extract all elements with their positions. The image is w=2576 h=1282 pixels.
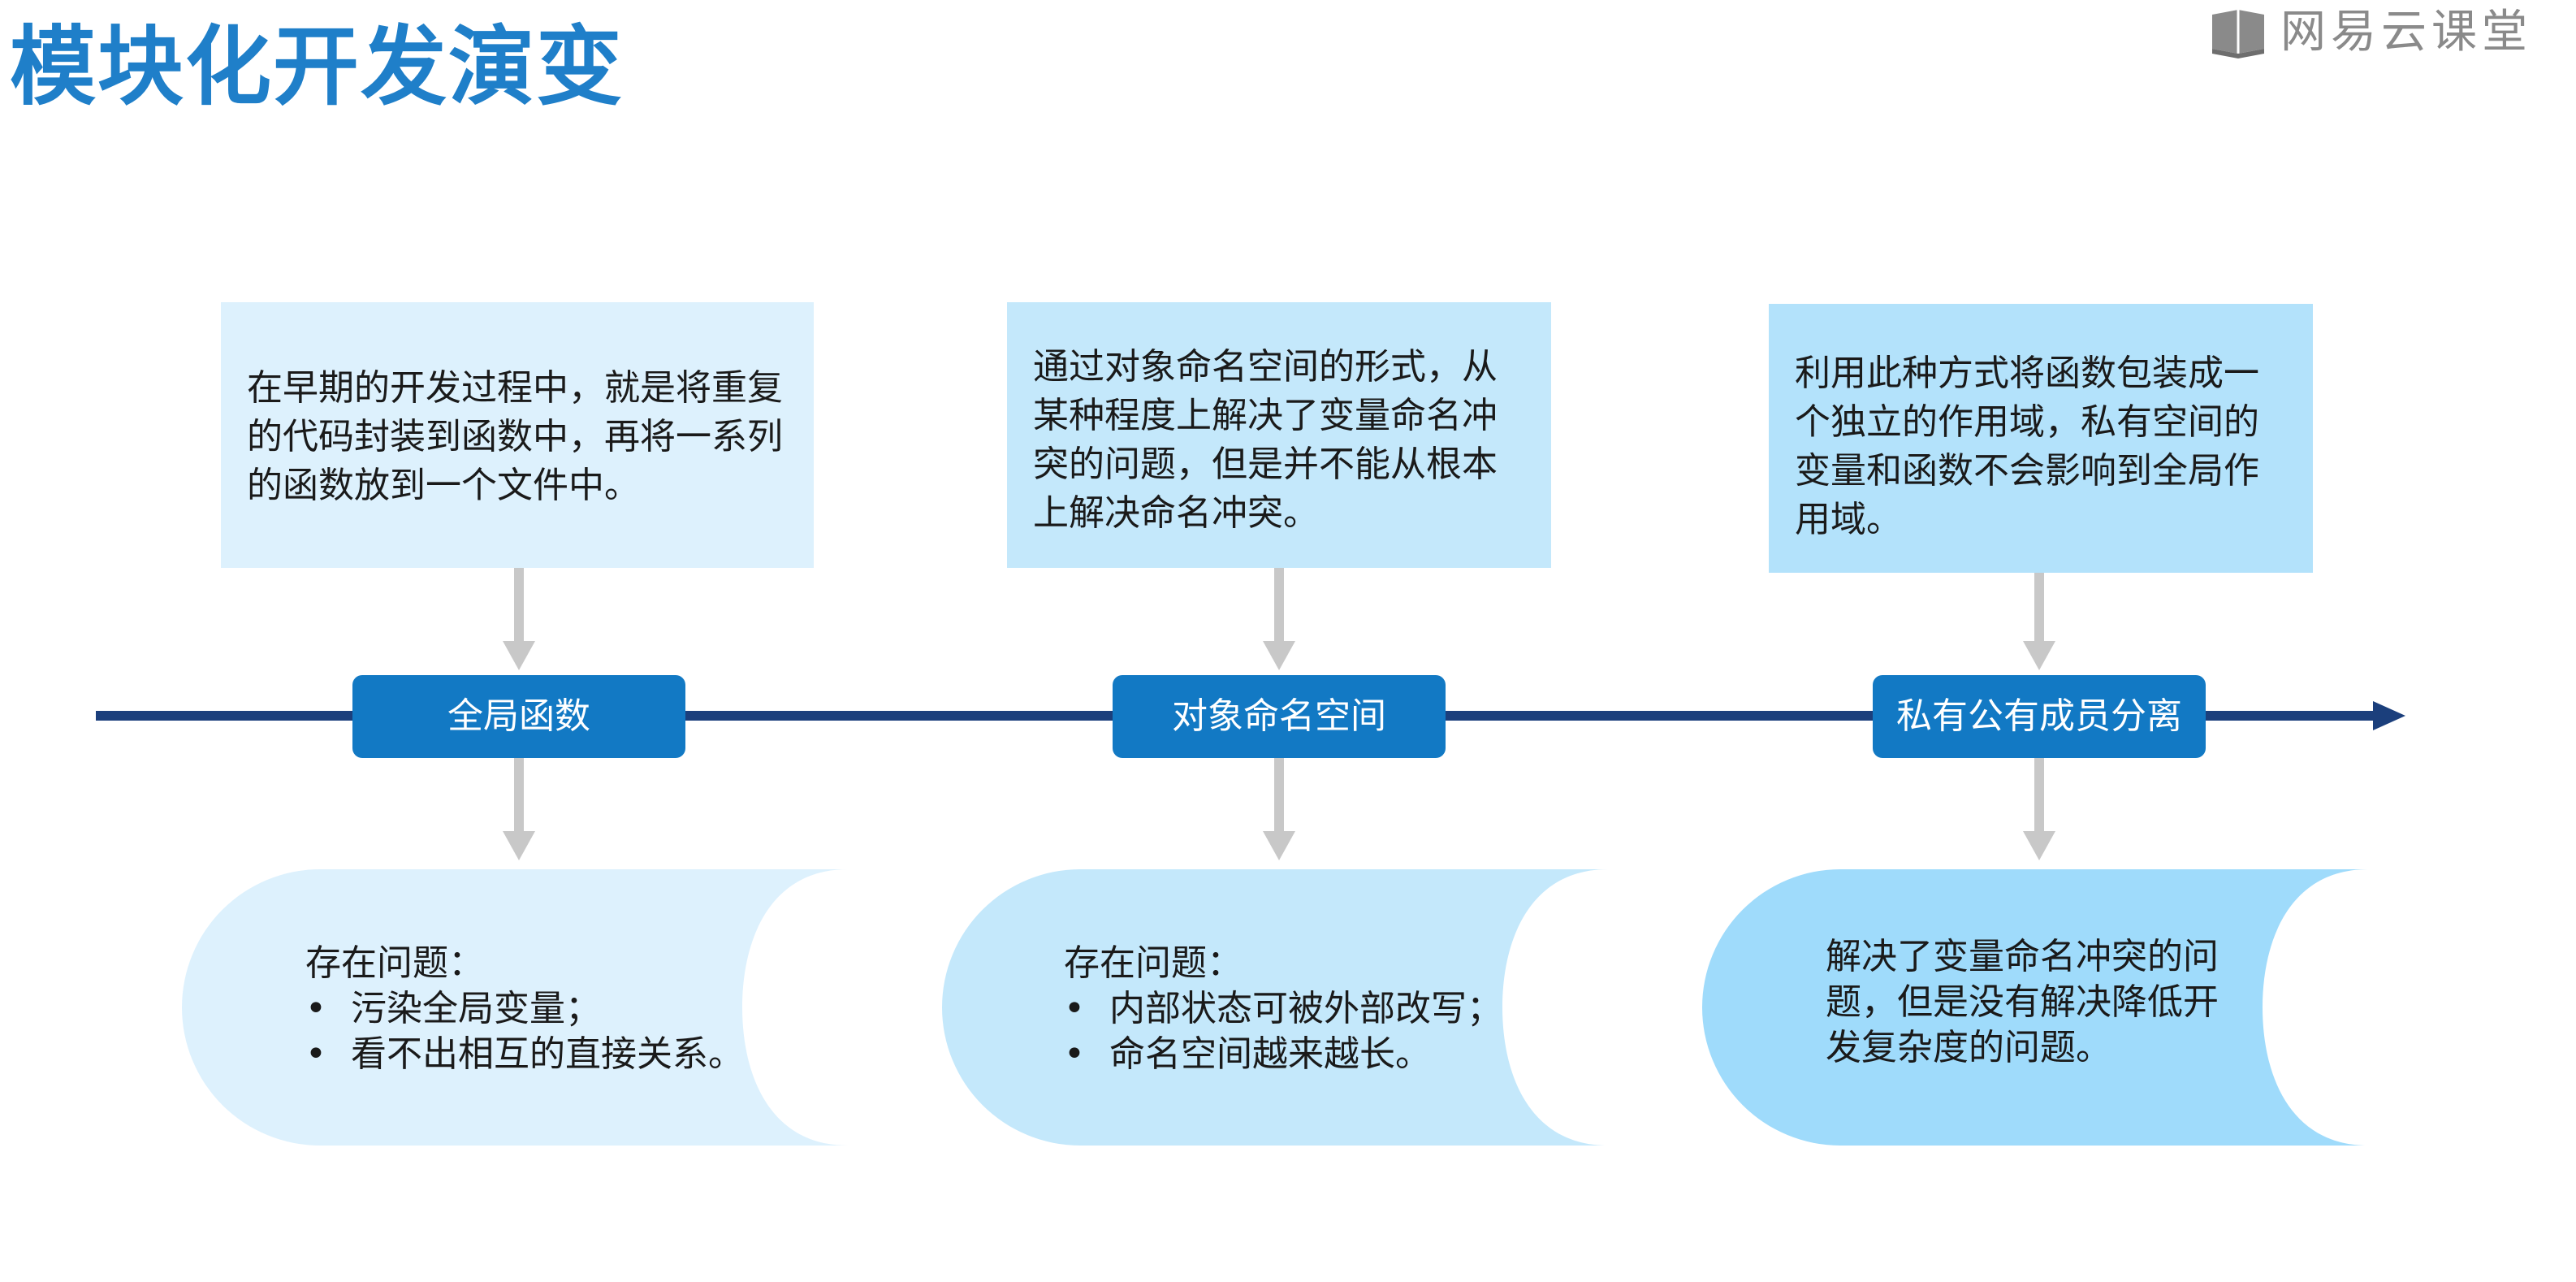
stage-3-result-text: 解决了变量命名冲突的问题，但是没有解决降低开发复杂度的问题。 [1826,936,2219,1068]
stage-3-result: 解决了变量命名冲突的问题，但是没有解决降低开发复杂度的问题。 [1826,934,2248,1071]
connector-2-upper [1274,568,1284,641]
list-item: 看不出相互的直接关系。 [305,1032,744,1077]
page-title: 模块化开发演变 [10,17,624,117]
arrow-2-upper [1263,641,1295,670]
stage-3-description-box: 利用此种方式将函数包装成一个独立的作用域，私有空间的变量和函数不会影响到全局作用… [1769,304,2313,573]
list-item: 内部状态可被外部改写； [1064,986,1502,1032]
stage-3-result-scroll: 解决了变量命名冲突的问题，但是没有解决降低开发复杂度的问题。 [1702,869,2368,1146]
stage-1-result-scroll: 存在问题： 污染全局变量； 看不出相互的直接关系。 [182,869,848,1146]
stage-3-node: 私有公有成员分离 [1873,675,2206,758]
arrow-2-lower [1263,831,1295,860]
stage-1-node: 全局函数 [352,675,685,758]
timeline-arrowhead [2373,701,2405,730]
stage-2-description-box: 通过对象命名空间的形式，从某种程度上解决了变量命名冲突的问题，但是并不能从根本上… [1007,302,1551,568]
connector-3-lower [2034,758,2044,831]
connector-2-lower [1274,758,1284,831]
stage-1-result-heading: 存在问题： [305,942,484,984]
list-item: 命名空间越来越长。 [1064,1032,1502,1077]
stage-1-description-box: 在早期的开发过程中，就是将重复的代码封装到函数中，再将一系列的函数放到一个文件中… [221,302,814,568]
connector-1-upper [514,568,524,641]
arrow-3-lower [2023,831,2055,860]
arrow-1-upper [503,641,535,670]
stage-2-description: 通过对象命名空间的形式，从某种程度上解决了变量命名冲突的问题，但是并不能从根本上… [1033,346,1498,534]
stage-3-scroll-shape [1702,869,2368,1146]
stage-3-description: 利用此种方式将函数包装成一个独立的作用域，私有空间的变量和函数不会影响到全局作用… [1795,353,2259,540]
brand-logo: 网易云课堂 [2209,6,2532,58]
stage-2-result-scroll: 存在问题： 内部状态可被外部改写； 命名空间越来越长。 [942,869,1608,1146]
connector-3-upper [2034,573,2044,641]
connector-1-lower [514,758,524,831]
list-item: 污染全局变量； [305,986,744,1032]
stage-1-result: 存在问题： 污染全局变量； 看不出相互的直接关系。 [305,941,744,1077]
stage-1-description: 在早期的开发过程中，就是将重复的代码封装到函数中，再将一系列的函数放到一个文件中… [247,367,783,506]
stage-2-result-heading: 存在问题： [1064,942,1243,984]
stage-2-problem-list: 内部状态可被外部改写； 命名空间越来越长。 [1064,986,1502,1077]
arrow-1-lower [503,831,535,860]
stage-2-node: 对象命名空间 [1113,675,1446,758]
book-icon [2212,10,2264,58]
stage-2-result: 存在问题： 内部状态可被外部改写； 命名空间越来越长。 [1064,941,1502,1077]
brand-name: 网易云课堂 [2280,6,2532,58]
arrow-3-upper [2023,641,2055,670]
stage-1-problem-list: 污染全局变量； 看不出相互的直接关系。 [305,986,744,1077]
